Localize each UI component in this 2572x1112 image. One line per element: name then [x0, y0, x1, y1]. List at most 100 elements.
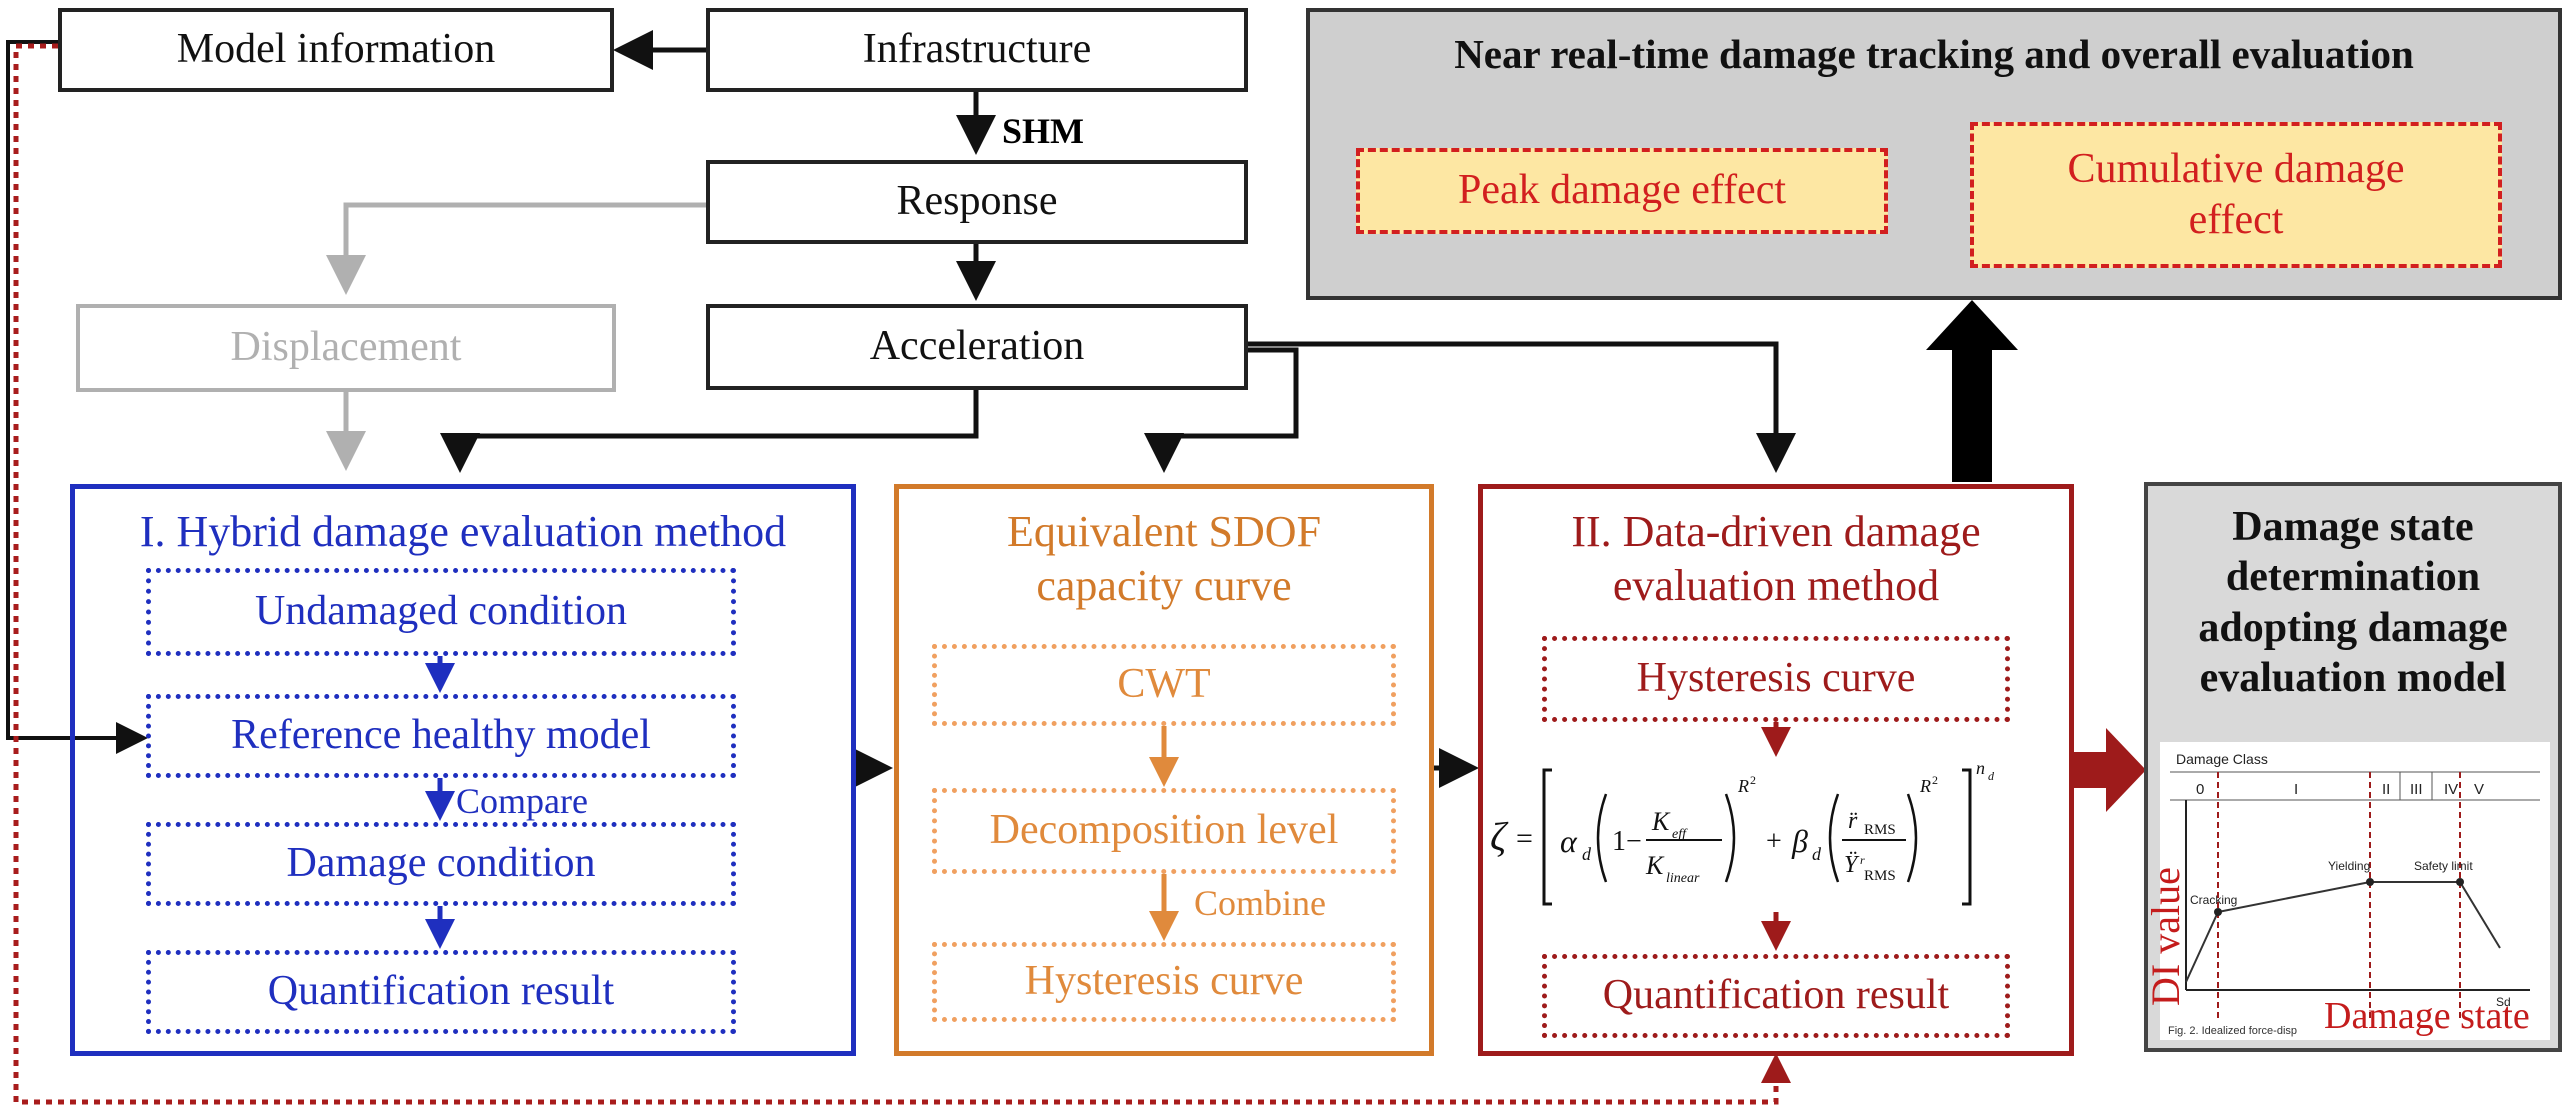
- feedback-loop-line: [13, 43, 1791, 1105]
- hysteresis-curve-orange-label: Hysteresis curve: [1024, 958, 1304, 1005]
- evaluation-title: Near real-time damage tracking and overa…: [1454, 31, 2414, 77]
- cumulative-damage-line1: Cumulative damage: [2067, 145, 2405, 192]
- cracking-label: Cracking: [2190, 893, 2237, 907]
- yielding-point: [2366, 878, 2374, 886]
- sdof-title-line1: Equivalent SDOF: [1006, 507, 1322, 556]
- cracking-point: [2214, 908, 2222, 916]
- red-arrow-head: [2106, 728, 2146, 812]
- decomposition-level-box: Decomposition level: [932, 788, 1396, 874]
- big-arrow-up-head: [1926, 300, 2018, 350]
- damage-state-title-line2: determination: [2225, 554, 2481, 601]
- svg-text:ζ: ζ: [1490, 814, 1509, 859]
- damage-condition-label: Damage condition: [286, 840, 596, 887]
- svg-text:2: 2: [1750, 773, 1756, 787]
- displacement-box: Displacement: [76, 304, 616, 392]
- data-driven-title-line1: II. Data-driven damage: [1571, 507, 1981, 556]
- displacement-label: Displacement: [230, 324, 462, 371]
- compare-label: Compare: [456, 781, 588, 821]
- svg-text:eff: eff: [1672, 827, 1688, 842]
- sdof-panel: Equivalent SDOF capacity curve: [894, 484, 1434, 1056]
- undamaged-condition-label: Undamaged condition: [254, 588, 628, 635]
- svg-text:d: d: [1582, 844, 1592, 864]
- damage-index-equation: ζ = α d 1− K eff K linear R 2 + β d r̈ R…: [1490, 758, 1995, 906]
- svg-text:r: r: [1860, 853, 1865, 867]
- sdof-title-line2: capacity curve: [1036, 561, 1292, 610]
- class-5: V: [2474, 781, 2484, 798]
- response-box: Response: [706, 160, 1248, 244]
- svg-text:d: d: [1812, 844, 1822, 864]
- red-arrow-shaft: [2074, 752, 2108, 788]
- infrastructure-box: Infrastructure: [706, 8, 1248, 92]
- damage-condition-box: Damage condition: [146, 822, 736, 906]
- data-driven-panel: II. Data-driven damage evaluation method: [1478, 484, 2074, 1056]
- arrow-accel-to-panel1: [440, 390, 979, 473]
- arrow-model-to-reference: [6, 40, 148, 754]
- reference-healthy-model-label: Reference healthy model: [231, 712, 651, 759]
- reference-healthy-model-box: Reference healthy model: [146, 694, 736, 778]
- quantification-result-red-box: Quantification result: [1542, 954, 2010, 1038]
- hysteresis-curve-red-label: Hysteresis curve: [1636, 655, 1916, 702]
- cwt-box: CWT: [932, 644, 1396, 726]
- svg-text:R: R: [1919, 776, 1931, 796]
- damage-state-axis-label: Damage state: [2324, 995, 2530, 1037]
- acceleration-box: Acceleration: [706, 304, 1248, 390]
- model-information-box: Model information: [58, 8, 614, 92]
- svg-text:RMS: RMS: [1864, 868, 1896, 884]
- arrow-accel-to-sdof: [1144, 347, 1299, 473]
- cumulative-damage-effect-box: Cumulative damage effect: [1970, 122, 2502, 268]
- svg-text:RMS: RMS: [1864, 822, 1896, 838]
- damage-state-title-line1: Damage state: [2232, 504, 2474, 550]
- svg-text:1−: 1−: [1612, 826, 1642, 857]
- svg-text:K: K: [1645, 851, 1665, 880]
- quantification-result-blue-label: Quantification result: [267, 968, 615, 1015]
- combine-label: Combine: [1194, 883, 1326, 923]
- class-0: 0: [2196, 781, 2204, 798]
- svg-text:linear: linear: [1666, 871, 1700, 886]
- yielding-label: Yielding: [2328, 859, 2370, 873]
- peak-damage-effect-label: Peak damage effect: [1457, 167, 1787, 214]
- safety-limit-point: [2456, 878, 2464, 886]
- class-2: II: [2382, 781, 2390, 798]
- response-label: Response: [896, 178, 1058, 225]
- svg-text:d: d: [1988, 769, 1995, 783]
- svg-text:β: β: [1791, 823, 1808, 859]
- damage-state-box: Damage state determination adopting dama…: [2143, 482, 2562, 1052]
- figure-caption: Fig. 2. Idealized force-disp: [2168, 1025, 2297, 1037]
- quantification-result-red-label: Quantification result: [1602, 972, 1950, 1019]
- cwt-label: CWT: [1117, 661, 1211, 708]
- shm-label: SHM: [1002, 111, 1085, 151]
- big-arrow-up-shaft: [1952, 342, 1992, 482]
- decomposition-level-label: Decomposition level: [989, 807, 1339, 854]
- infrastructure-label: Infrastructure: [862, 26, 1092, 73]
- quantification-result-blue-box: Quantification result: [146, 950, 736, 1034]
- damage-class-label: Damage Class: [2176, 751, 2268, 767]
- data-driven-title-line2: evaluation method: [1612, 561, 1940, 610]
- peak-damage-effect-box: Peak damage effect: [1356, 148, 1888, 234]
- svg-text:2: 2: [1932, 773, 1938, 787]
- class-4: IV: [2444, 781, 2458, 798]
- model-information-label: Model information: [176, 26, 496, 73]
- cumulative-damage-line2: effect: [2188, 197, 2284, 243]
- svg-text:R: R: [1737, 776, 1749, 796]
- acceleration-label: Acceleration: [869, 323, 1085, 370]
- svg-text:+: +: [1766, 826, 1782, 857]
- damage-state-title-line4: evaluation model: [2199, 655, 2507, 702]
- evaluation-box: Near real-time damage tracking and overa…: [1306, 8, 2562, 300]
- svg-text:=: =: [1516, 822, 1533, 855]
- safety-limit-label: Safety limit: [2414, 859, 2473, 873]
- hysteresis-curve-orange-box: Hysteresis curve: [932, 942, 1396, 1022]
- svg-text:Ÿ: Ÿ: [1844, 852, 1860, 878]
- arrow-accel-to-panel2: [1248, 341, 1796, 473]
- class-1: I: [2294, 781, 2298, 798]
- undamaged-condition-box: Undamaged condition: [146, 568, 736, 656]
- di-value-axis-label: DI value: [2143, 867, 2188, 1006]
- damage-class-plot: Damage Class 0 I II III IV V: [2168, 751, 2540, 1037]
- svg-text:r̈: r̈: [1848, 808, 1858, 834]
- class-3: III: [2410, 781, 2423, 798]
- hybrid-method-panel: I. Hybrid damage evaluation method: [70, 484, 856, 1056]
- svg-text:K: K: [1651, 807, 1671, 836]
- sd-axis-label: Sd: [2496, 995, 2511, 1009]
- damage-state-title: Damage state determination adopting dama…: [2148, 502, 2558, 704]
- arrow-response-to-displacement: [326, 202, 706, 295]
